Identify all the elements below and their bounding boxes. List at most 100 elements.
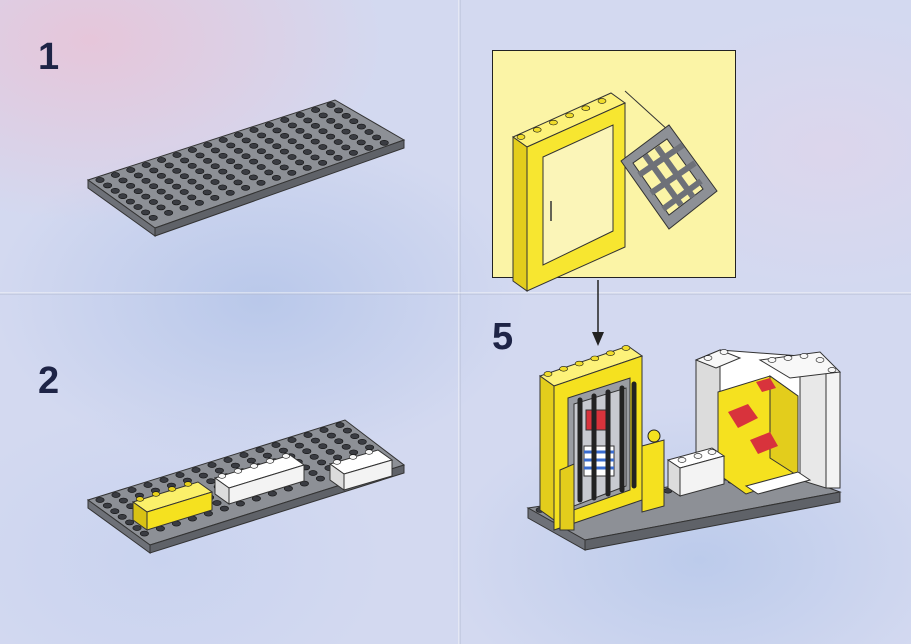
plate-stud	[357, 124, 365, 129]
plate-stud	[173, 152, 181, 157]
plate-stud	[226, 190, 234, 195]
plate-stud	[263, 453, 271, 458]
plate-stud	[211, 179, 219, 184]
plate-stud	[207, 479, 215, 484]
plate-stud	[265, 170, 273, 175]
plate-stud	[219, 137, 227, 142]
plate-stud	[319, 444, 327, 449]
plate-stud	[242, 138, 250, 143]
plate-stud	[364, 461, 372, 466]
plate-stud	[167, 483, 175, 488]
plate-stud	[284, 486, 292, 491]
plate-stud	[213, 500, 221, 505]
plate-stud	[181, 510, 189, 515]
plate-stud	[257, 180, 265, 185]
plate-stud	[342, 113, 350, 118]
brick-stud	[720, 350, 728, 355]
plate-stud	[180, 205, 188, 210]
plate-stud	[188, 147, 196, 152]
frame-stud	[622, 346, 630, 351]
plate-stud	[195, 184, 203, 189]
plate-stud	[351, 434, 359, 439]
plate-stud	[198, 489, 206, 494]
plate-stud	[334, 124, 342, 129]
plate-stud	[295, 160, 303, 165]
plate-stud	[180, 189, 188, 194]
brick-stud	[266, 459, 274, 464]
plate-stud	[249, 175, 257, 180]
plate-stud	[151, 488, 159, 493]
plate-stud	[348, 466, 356, 471]
plate-stud	[149, 215, 157, 220]
frame-stud	[575, 361, 583, 366]
plate-stud	[157, 205, 165, 210]
plate-stud	[118, 514, 126, 519]
prisoner-striped-shirt	[584, 446, 614, 476]
plate-stud	[277, 480, 285, 485]
brick-stud	[800, 354, 808, 359]
plate-stud	[373, 450, 381, 455]
plate-stud	[296, 112, 304, 117]
plate-stud	[288, 139, 296, 144]
brick-stud	[816, 358, 824, 363]
plate-stud	[234, 148, 242, 153]
plate-stud	[257, 149, 265, 154]
plate-stud	[135, 493, 143, 498]
plate-stud	[268, 491, 276, 496]
plate-stud	[165, 179, 173, 184]
plate-stud	[126, 199, 134, 204]
plate-stud	[325, 465, 333, 470]
plate-stud	[257, 164, 265, 169]
plate-stud	[128, 487, 136, 492]
plate-stud	[234, 132, 242, 137]
plate-stud	[326, 150, 334, 155]
plate-stud	[280, 149, 288, 154]
plate-stud	[552, 505, 560, 510]
plate-stud	[221, 490, 229, 495]
plate-stud	[303, 149, 311, 154]
page-fold-vertical	[458, 0, 461, 644]
plate-stud	[96, 177, 104, 182]
brick-stud	[704, 356, 712, 361]
plate-stud	[311, 155, 319, 160]
plate-stud	[229, 495, 237, 500]
plate-stud	[568, 503, 576, 508]
frame-stud	[566, 113, 574, 118]
plate-stud	[293, 475, 301, 480]
plate-stud	[157, 157, 165, 162]
plate-stud	[134, 509, 142, 514]
plate-stud	[150, 168, 158, 173]
plate-stud	[327, 102, 335, 107]
plate-stud	[728, 479, 736, 484]
plate-stud	[239, 469, 247, 474]
plate-stud	[255, 464, 263, 469]
plate-stud	[180, 174, 188, 179]
plate-stud	[349, 134, 357, 139]
plate-stud	[256, 447, 264, 452]
plate-stud	[680, 486, 688, 491]
plate-stud	[301, 465, 309, 470]
plate-stud	[140, 531, 148, 536]
plate-stud	[149, 199, 157, 204]
plate-stud	[142, 194, 150, 199]
red-brick-pattern	[750, 432, 778, 454]
plate-stud	[336, 422, 344, 427]
plate-stud	[343, 428, 351, 433]
plate-stud	[188, 516, 196, 521]
plate-stud	[223, 474, 231, 479]
step-number-5: 5	[492, 318, 513, 356]
plate-stud	[311, 139, 319, 144]
plate-stud	[204, 511, 212, 516]
plate-stud	[288, 123, 296, 128]
plate-stud	[157, 510, 165, 515]
plate-stud	[165, 194, 173, 199]
plate-stud	[303, 449, 311, 454]
plate-stud	[164, 210, 172, 215]
plate-stud	[134, 204, 142, 209]
brick-stud	[218, 474, 226, 479]
plate-stud	[173, 168, 181, 173]
red-brick-pattern	[728, 404, 758, 428]
